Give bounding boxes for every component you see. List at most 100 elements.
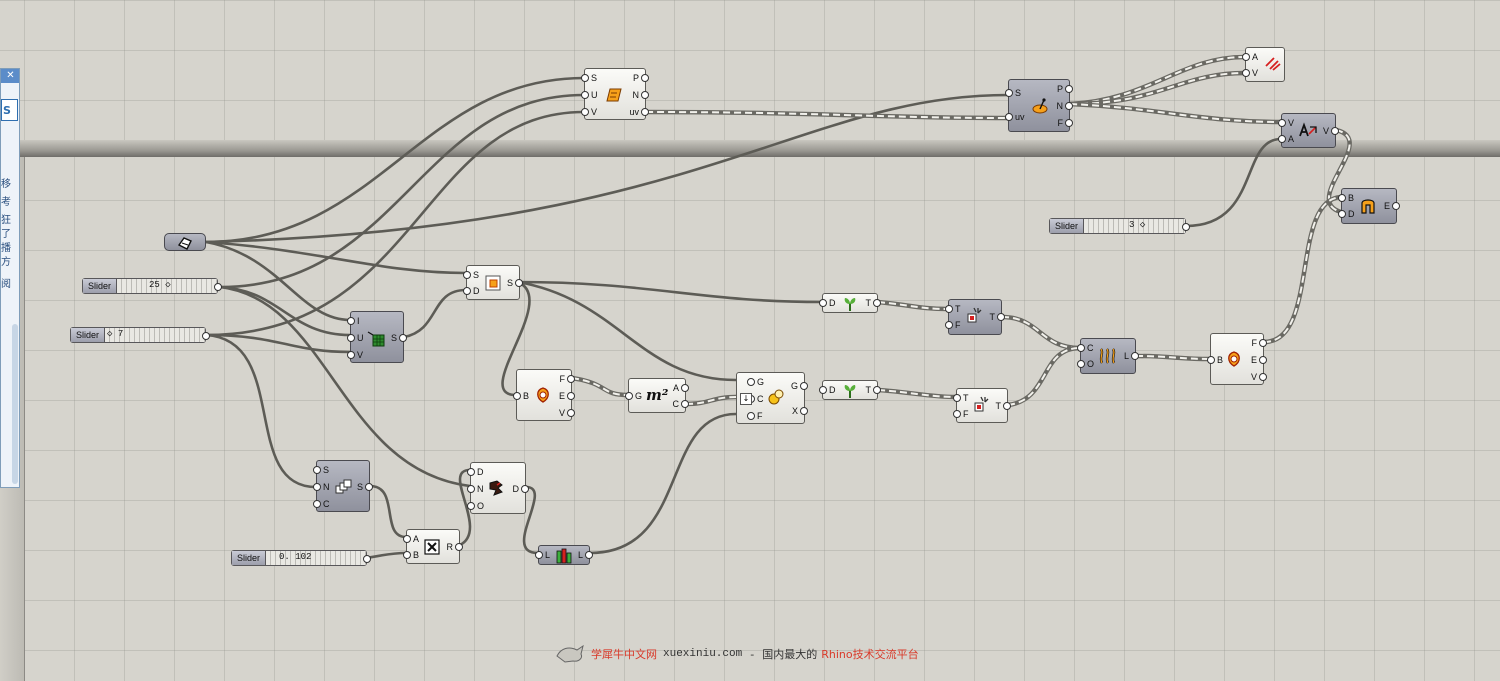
input-port[interactable]: G bbox=[746, 377, 765, 387]
extrude-component[interactable]: B D E bbox=[1337, 188, 1401, 224]
scale-component[interactable]: G C F G X ↓ bbox=[736, 372, 809, 424]
output-port[interactable]: E bbox=[1383, 201, 1401, 211]
amplitude-component[interactable]: V A V bbox=[1277, 113, 1340, 148]
side-panel-text[interactable]: 狂 bbox=[1, 215, 11, 226]
side-panel-text[interactable]: 方 bbox=[1, 257, 11, 268]
output-port[interactable]: T bbox=[865, 298, 880, 308]
brep-components-component[interactable]: B F E V bbox=[512, 369, 576, 421]
input-port[interactable]: B bbox=[512, 391, 530, 401]
output-port[interactable]: T bbox=[989, 312, 1004, 322]
graft-tree-component[interactable]: D T bbox=[819, 293, 880, 313]
output-port[interactable]: N bbox=[632, 90, 648, 100]
input-port[interactable]: S bbox=[1004, 88, 1022, 98]
output-port[interactable]: P bbox=[1056, 84, 1074, 94]
input-port[interactable]: F bbox=[945, 320, 961, 330]
area-component[interactable]: G A C m² bbox=[624, 378, 690, 413]
side-panel-scrollbar[interactable] bbox=[12, 324, 18, 484]
output-port[interactable]: F bbox=[559, 374, 574, 384]
side-panel-text[interactable]: 阅 bbox=[1, 279, 11, 290]
input-port[interactable]: S bbox=[312, 465, 330, 475]
input-port[interactable]: D bbox=[467, 467, 484, 477]
evaluate-surface-component[interactable]: S U V P N uv bbox=[580, 68, 650, 120]
input-port[interactable]: U bbox=[347, 333, 364, 343]
side-panel-text[interactable]: 播 bbox=[1, 243, 11, 254]
output-port[interactable]: R bbox=[446, 542, 462, 552]
input-port[interactable]: F bbox=[953, 409, 969, 419]
side-panel-text[interactable]: 了 bbox=[1, 229, 11, 240]
output-port[interactable]: X bbox=[791, 406, 809, 416]
input-port[interactable]: L bbox=[534, 550, 551, 560]
input-port[interactable]: U bbox=[581, 90, 598, 100]
output-port[interactable]: A bbox=[672, 383, 690, 393]
list-length-component[interactable]: L L bbox=[534, 545, 594, 565]
output-port[interactable]: C bbox=[672, 399, 688, 409]
slider-25[interactable]: Slider 25 ◇ bbox=[82, 278, 222, 294]
output-port[interactable]: V bbox=[1250, 372, 1268, 382]
input-port[interactable]: V bbox=[580, 107, 598, 117]
input-port[interactable]: C bbox=[313, 499, 330, 509]
slider-7[interactable]: Slider ◇ 7 bbox=[70, 327, 210, 343]
slider-track[interactable]: 3 ◇ bbox=[1084, 219, 1185, 233]
output-port[interactable]: L bbox=[1123, 351, 1140, 361]
output-port[interactable]: D bbox=[512, 484, 528, 494]
output-port[interactable]: S bbox=[506, 278, 524, 288]
output-port[interactable]: T bbox=[865, 385, 880, 395]
surface-param[interactable] bbox=[164, 233, 206, 251]
output-port[interactable]: G bbox=[790, 381, 809, 391]
slider-track[interactable]: 25 ◇ bbox=[117, 279, 217, 293]
input-port[interactable]: C bbox=[747, 394, 764, 404]
input-port[interactable]: G bbox=[624, 391, 643, 401]
input-port[interactable]: O bbox=[1076, 359, 1095, 369]
graft-tree-component[interactable]: D T bbox=[819, 380, 880, 400]
slider-3[interactable]: Slider 3 ◇ bbox=[1049, 218, 1190, 234]
input-port[interactable]: V bbox=[1241, 68, 1259, 78]
output-port[interactable]: V bbox=[558, 408, 576, 418]
input-port[interactable]: T bbox=[953, 393, 969, 403]
multiply-component[interactable]: A B R bbox=[402, 529, 462, 564]
input-port[interactable]: D bbox=[463, 286, 480, 296]
graft-flag-icon[interactable]: ↓ bbox=[740, 393, 752, 405]
input-port[interactable]: D bbox=[1338, 209, 1355, 219]
output-port[interactable]: F bbox=[1251, 338, 1266, 348]
input-port[interactable]: N bbox=[313, 482, 330, 492]
output-port[interactable]: F bbox=[1057, 118, 1072, 128]
input-port[interactable]: A bbox=[1277, 134, 1295, 144]
input-port[interactable]: B bbox=[1206, 355, 1224, 365]
input-port[interactable]: A bbox=[402, 534, 420, 544]
divide-domain-component[interactable]: I U V S bbox=[346, 311, 408, 363]
remap-numbers-component[interactable]: D N O D bbox=[466, 462, 528, 514]
input-port[interactable]: O bbox=[466, 501, 485, 511]
flip-matrix-component[interactable]: T F T bbox=[953, 388, 1010, 423]
input-port[interactable]: V bbox=[346, 350, 364, 360]
input-port[interactable]: A bbox=[1241, 52, 1259, 62]
output-port[interactable]: L bbox=[577, 550, 594, 560]
input-port[interactable]: C bbox=[1077, 343, 1094, 353]
output-port[interactable]: S bbox=[390, 333, 408, 343]
side-panel-text[interactable]: 考 bbox=[1, 197, 11, 208]
loft-component[interactable]: C O L bbox=[1076, 338, 1140, 374]
slider-track[interactable]: 0. 102 bbox=[266, 551, 366, 565]
vector-display-component[interactable]: A V bbox=[1241, 47, 1285, 82]
input-port[interactable]: F bbox=[747, 411, 763, 421]
input-port[interactable]: V bbox=[1277, 118, 1295, 128]
window-splitter[interactable] bbox=[0, 140, 1500, 157]
input-port[interactable]: B bbox=[402, 550, 420, 560]
output-port[interactable]: E bbox=[1250, 355, 1268, 365]
surface-closest-point-component[interactable]: S uv P N F bbox=[1004, 79, 1074, 132]
output-port[interactable]: S bbox=[356, 482, 374, 492]
side-panel-text[interactable]: 移 bbox=[1, 179, 11, 190]
output-port[interactable]: V bbox=[1322, 126, 1340, 136]
brep-components-component[interactable]: B F E V bbox=[1206, 333, 1268, 385]
series-component[interactable]: S N C S bbox=[312, 460, 374, 512]
input-port[interactable]: uv bbox=[1005, 112, 1025, 122]
output-port[interactable]: T bbox=[995, 401, 1010, 411]
input-port[interactable]: D bbox=[819, 385, 836, 395]
side-panel-button[interactable]: S bbox=[1, 99, 18, 121]
side-panel[interactable]: ✕ S 移 考 狂 了 播 方 阅 bbox=[0, 68, 20, 488]
input-port[interactable]: N bbox=[467, 484, 484, 494]
input-port[interactable]: S bbox=[580, 73, 598, 83]
input-port[interactable]: B bbox=[1337, 193, 1355, 203]
output-port[interactable]: E bbox=[558, 391, 576, 401]
close-icon[interactable]: ✕ bbox=[1, 69, 19, 83]
output-port[interactable]: N bbox=[1056, 101, 1072, 111]
